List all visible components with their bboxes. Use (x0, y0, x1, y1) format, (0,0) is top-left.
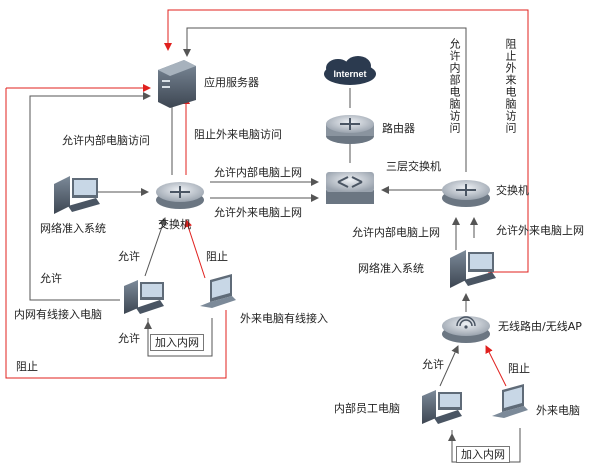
allow-external-internet-label: 允许外来电脑上网 (214, 206, 302, 219)
right-internal-pc-label: 内部员工电脑 (334, 402, 400, 415)
allow-internal-internet-label: 允许内部电脑上网 (214, 166, 302, 179)
right-external-pc-label: 外来电脑 (536, 404, 580, 417)
router-icon (326, 115, 374, 144)
right-nac-label: 网络准入系统 (358, 262, 424, 275)
wireless-router-label: 无线路由/无线AP (498, 320, 582, 333)
left-block-bottom-label: 阻止 (16, 360, 38, 373)
right-nac-icon (450, 250, 496, 288)
left-nac-label: 网络准入系统 (40, 222, 106, 235)
left-switch-icon (156, 182, 204, 209)
right-switch-icon (442, 180, 490, 207)
internet-cloud-icon (324, 56, 376, 85)
router-label: 路由器 (382, 122, 415, 135)
right-switch-label: 交换机 (496, 184, 529, 197)
left-external-laptop-icon (200, 274, 236, 308)
block-connections (5, 9, 529, 387)
right-allow-internal-access-label: 允许内部电脑访问 (448, 38, 461, 134)
right-external-laptop-icon (492, 384, 528, 418)
right-allow-internal-internet-label: 允许内部电脑上网 (352, 226, 440, 239)
right-block-external-access-label: 阻止外来电脑访问 (504, 38, 517, 134)
left-allow-outer-label: 允许 (40, 272, 62, 285)
left-nac-icon (54, 176, 100, 214)
l3-switch-label: 三层交换机 (386, 160, 441, 173)
app-server-icon (158, 60, 196, 108)
left-block-label: 阻止 (206, 250, 228, 263)
internet-label: Internet (333, 69, 366, 79)
left-switch-label: 交换机 (158, 218, 191, 231)
allow-internal-access-label: 允许内部电脑访问 (62, 134, 150, 147)
join-intranet-right-label: 加入内网 (456, 446, 510, 463)
right-allow-external-internet-label: 允许外来电脑上网 (496, 224, 584, 237)
wireless-router-icon (442, 316, 490, 343)
right-block-label: 阻止 (508, 362, 530, 375)
left-allow-bottom-label: 允许 (118, 332, 140, 345)
l3-switch-icon (326, 172, 374, 204)
left-external-pc-label: 外来电脑有线接入 (240, 312, 328, 325)
join-intranet-left-label: 加入内网 (150, 334, 204, 351)
app-server-label: 应用服务器 (204, 76, 259, 89)
left-allow-label: 允许 (118, 250, 140, 263)
right-allow-label: 允许 (422, 358, 444, 371)
left-internal-pc-icon (124, 280, 164, 314)
block-external-access-label: 阻止外来电脑访问 (194, 128, 282, 141)
left-internal-pc-label: 内网有线接入电脑 (14, 308, 102, 321)
right-internal-pc-icon (422, 390, 462, 424)
